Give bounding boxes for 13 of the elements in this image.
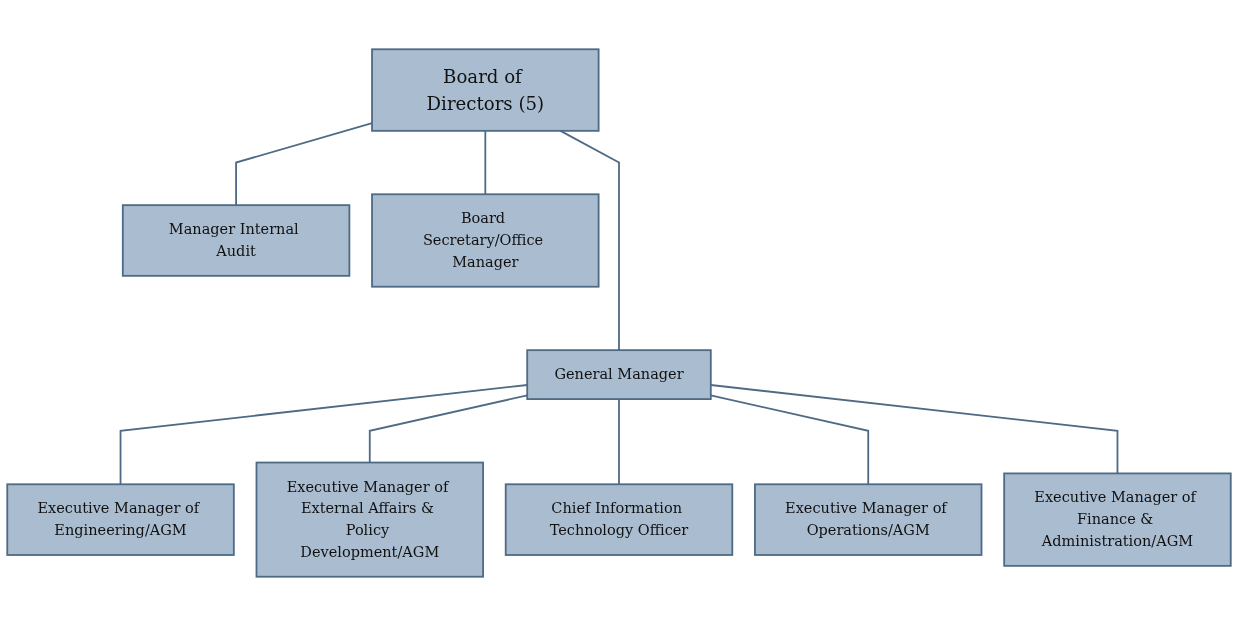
- node-box: Board Secretary/Office Manager: [371, 193, 600, 288]
- connector: [618, 398, 620, 486]
- node-box: General Manager: [526, 349, 712, 400]
- connector: [559, 129, 620, 352]
- node-box: Manager Internal Audit: [121, 204, 351, 277]
- node-box: Executive Manager of Engineering/AGM: [6, 483, 235, 556]
- node-box: Chief Information Technology Officer: [504, 483, 734, 556]
- node-box: Executive Manager of Operations/AGM: [754, 483, 983, 556]
- connector: [235, 122, 373, 207]
- node-box: Executive Manager of Finance & Administration/AGM: [1003, 472, 1232, 567]
- node-box: Board of Directors (5): [371, 48, 600, 132]
- connector: [484, 129, 487, 196]
- node-box: Executive Manager of External Affairs & Policy Development/AGM: [255, 461, 484, 578]
